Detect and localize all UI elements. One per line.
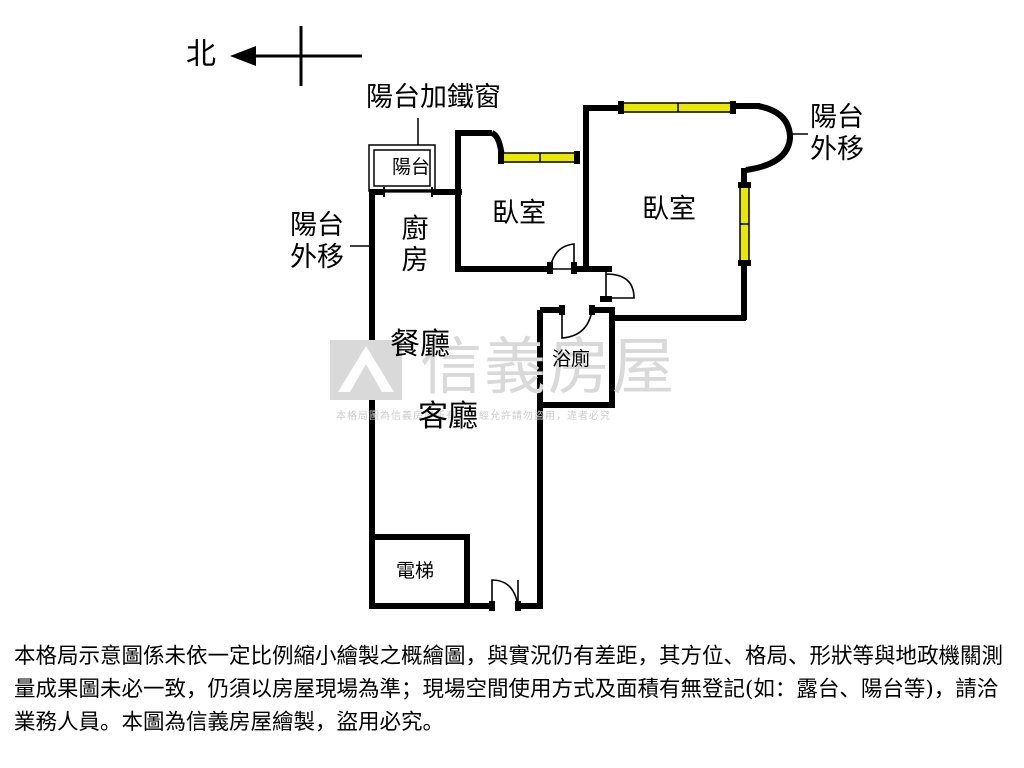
room-kitchen: 廚房 bbox=[401, 214, 429, 277]
windows bbox=[501, 102, 750, 263]
doors bbox=[491, 243, 635, 607]
balcony-bump-large bbox=[745, 103, 794, 173]
room-balcony: 陽台 bbox=[392, 156, 431, 178]
disclaimer-text: 本格局示意圖係未依一定比例縮小繪製之概繪圖，與實況仍有差距，其方位、格局、形狀等… bbox=[14, 644, 1004, 735]
room-elevator: 電梯 bbox=[396, 560, 435, 582]
annotation-balcony-moved-left: 陽台外移 bbox=[290, 210, 344, 274]
room-dining: 餐廳 bbox=[390, 327, 450, 362]
annotation-balcony-iron-window: 陽台加鐵窗 bbox=[366, 82, 501, 113]
floor-plan bbox=[230, 26, 808, 611]
room-bedroom-large: 臥室 bbox=[642, 194, 696, 225]
room-bedroom-small: 臥室 bbox=[492, 198, 546, 229]
annotation-leaders bbox=[350, 118, 808, 247]
balcony-door bbox=[383, 187, 433, 197]
room-bathroom: 浴廁 bbox=[552, 348, 591, 370]
window-caps bbox=[498, 101, 751, 266]
door-jambs bbox=[489, 262, 612, 611]
room-living: 客廳 bbox=[418, 399, 478, 434]
annotation-balcony-moved-right: 陽台外移 bbox=[810, 102, 864, 166]
north-label: 北 bbox=[186, 37, 216, 72]
north-arrow-icon bbox=[230, 26, 362, 86]
balcony-outline bbox=[368, 144, 436, 192]
